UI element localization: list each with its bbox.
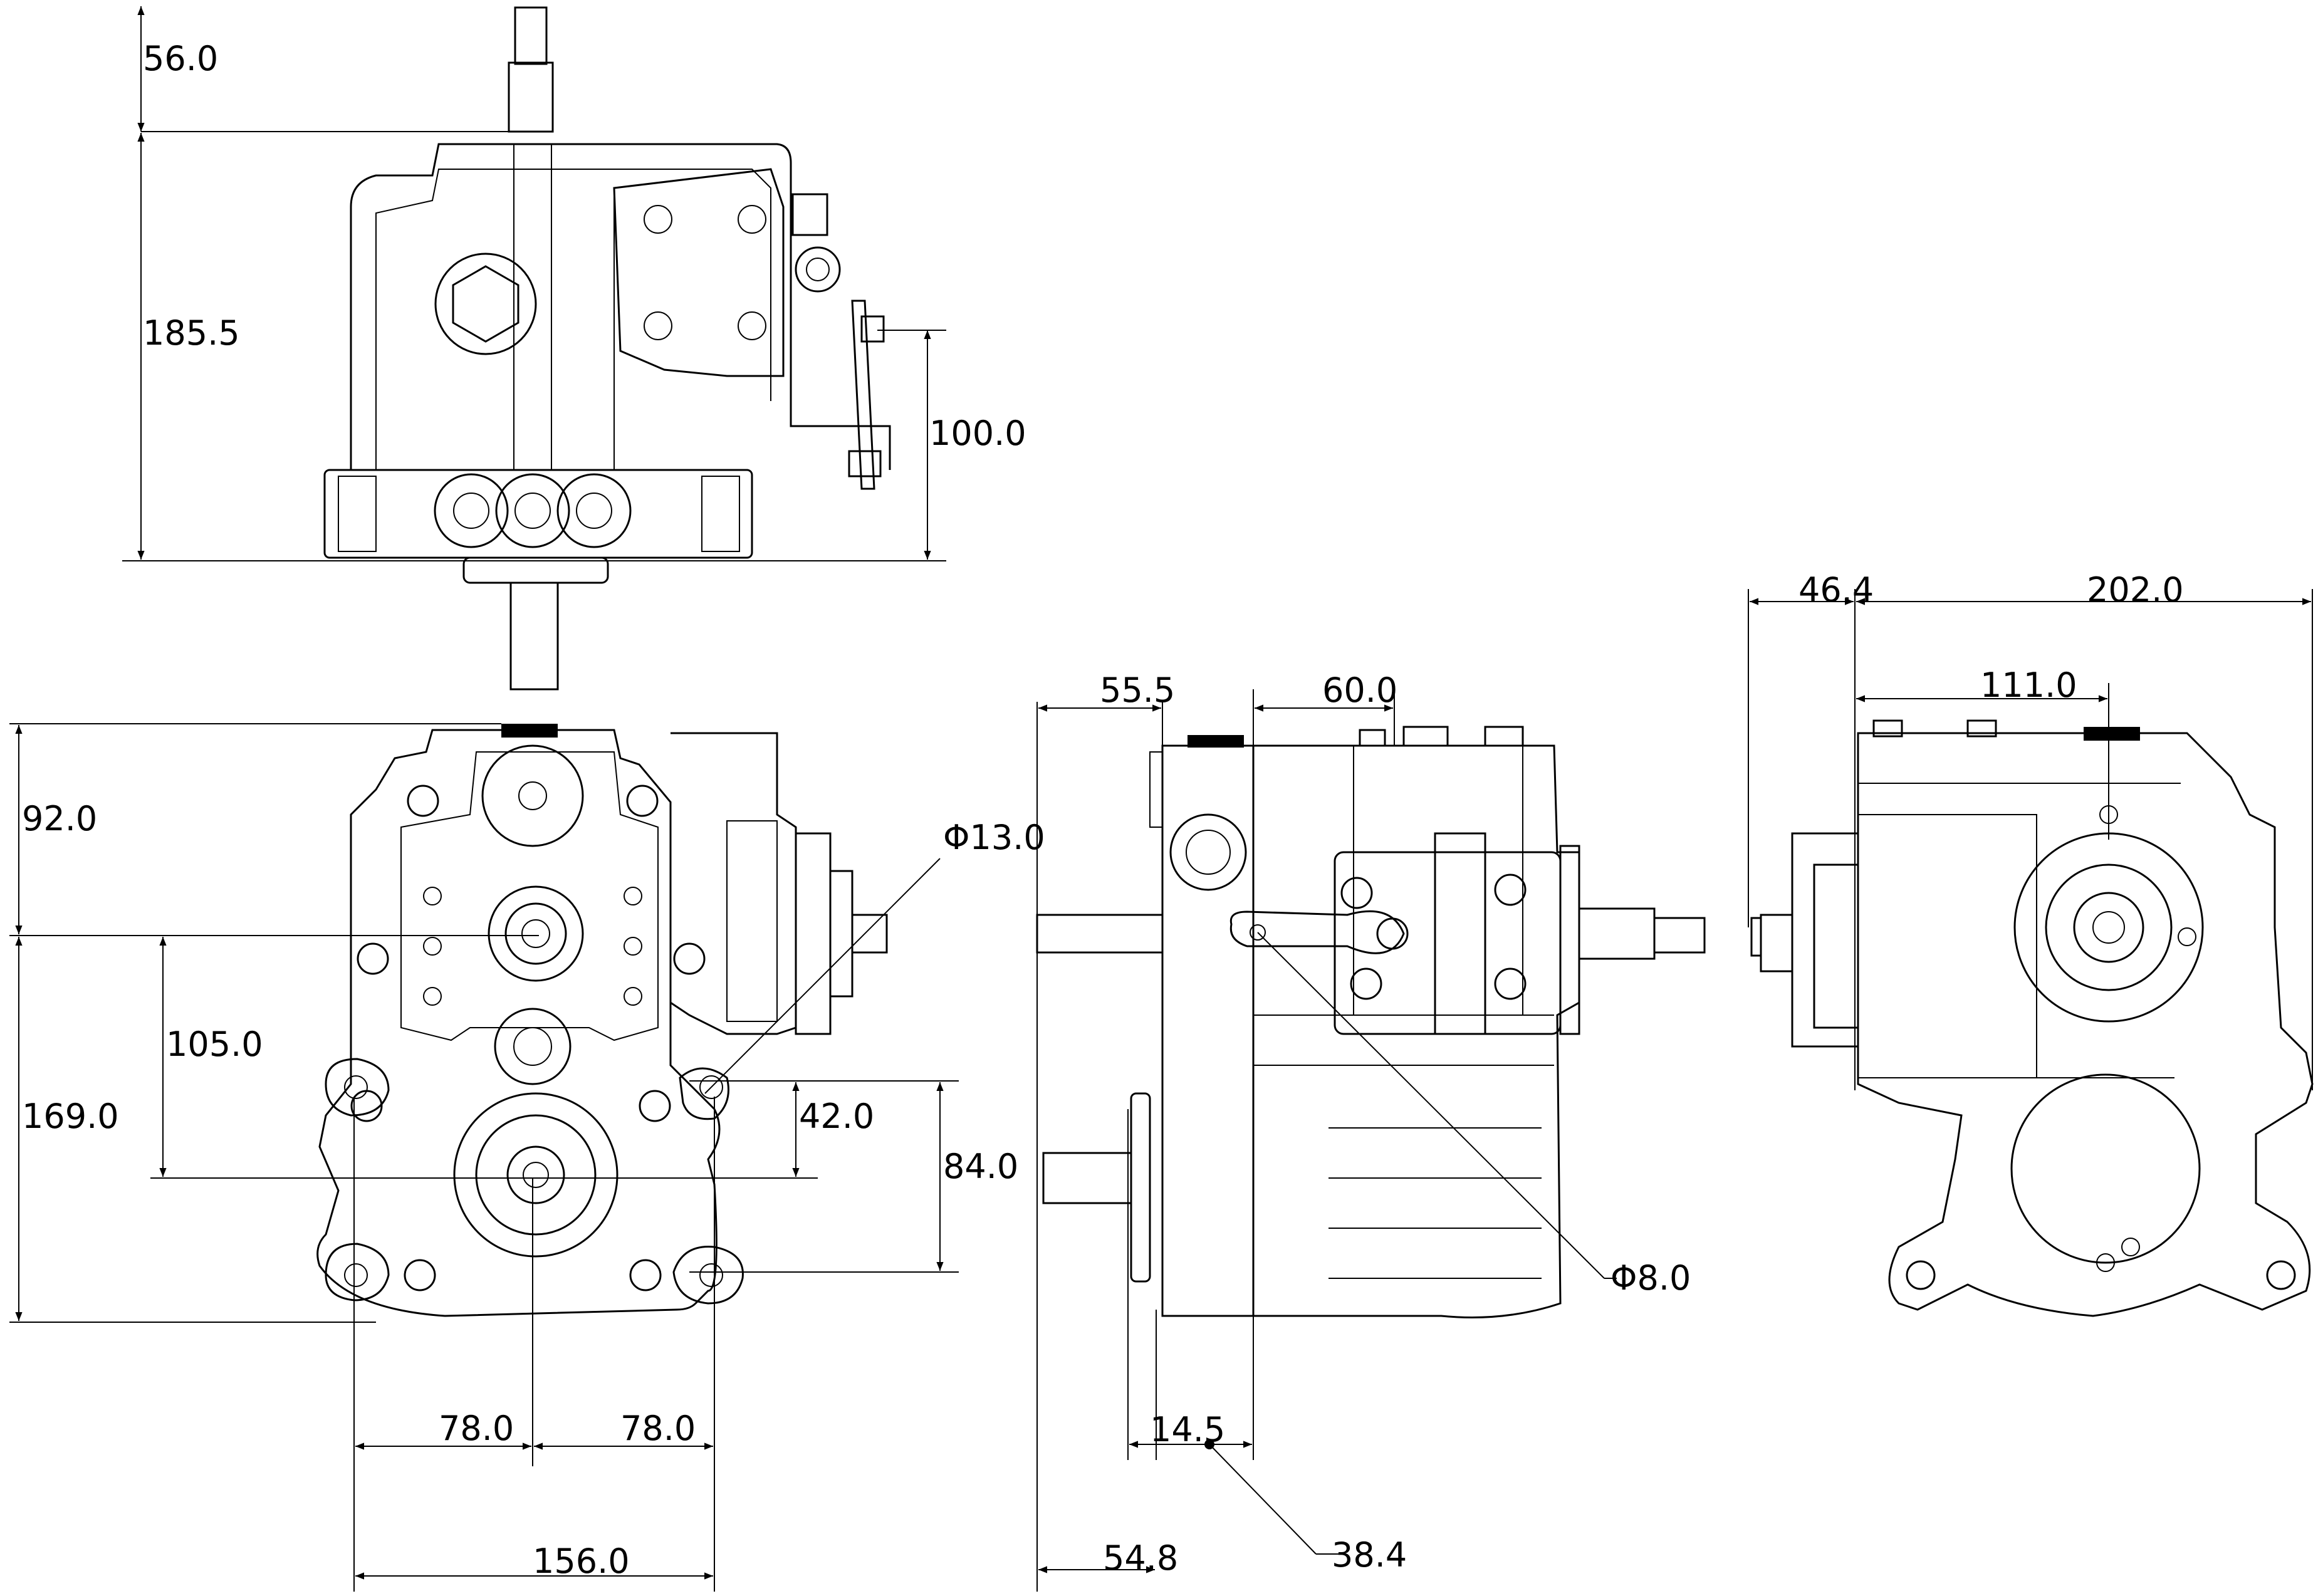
dim-lever: 100.0 xyxy=(929,414,1026,453)
dim-front-center: 105.0 xyxy=(166,1025,263,1064)
side-view xyxy=(1036,726,1706,1318)
front-view xyxy=(316,724,888,1317)
dim-front-top: 92.0 xyxy=(22,799,97,838)
dim-front-half-left: 78.0 xyxy=(439,1409,514,1448)
dim-front-width: 156.0 xyxy=(533,1541,630,1581)
dimension-lines xyxy=(9,6,2313,1592)
dim-side-pin-dia: Φ8.0 xyxy=(1610,1258,1691,1298)
dim-rear-overall: 202.0 xyxy=(2087,570,2184,610)
dim-front-hole-dia: Φ13.0 xyxy=(943,818,1045,857)
dim-side-top-left: 55.5 xyxy=(1100,670,1175,710)
dim-front-half-right: 78.0 xyxy=(620,1409,696,1448)
dim-front-hole-center: 42.0 xyxy=(799,1097,874,1136)
dim-height: 185.5 xyxy=(143,313,240,353)
dim-side-bottom-left: 54.8 xyxy=(1103,1538,1178,1578)
dim-front-foot: 84.0 xyxy=(943,1147,1018,1186)
dim-rear-left: 46.4 xyxy=(1798,570,1874,610)
dimension-labels: 56.0 185.5 100.0 92.0 169.0 105.0 42.0 8… xyxy=(22,39,2184,1581)
dim-side-offset: 38.4 xyxy=(1332,1535,1407,1575)
dim-shaft-top: 56.0 xyxy=(143,39,218,78)
dim-side-top-right: 60.0 xyxy=(1322,670,1397,710)
top-view xyxy=(323,6,891,691)
dim-rear-center: 111.0 xyxy=(1980,665,2077,705)
dim-side-flange: 14.5 xyxy=(1150,1410,1225,1449)
rear-view xyxy=(1750,719,2314,1317)
dim-front-bottom: 169.0 xyxy=(22,1097,119,1136)
